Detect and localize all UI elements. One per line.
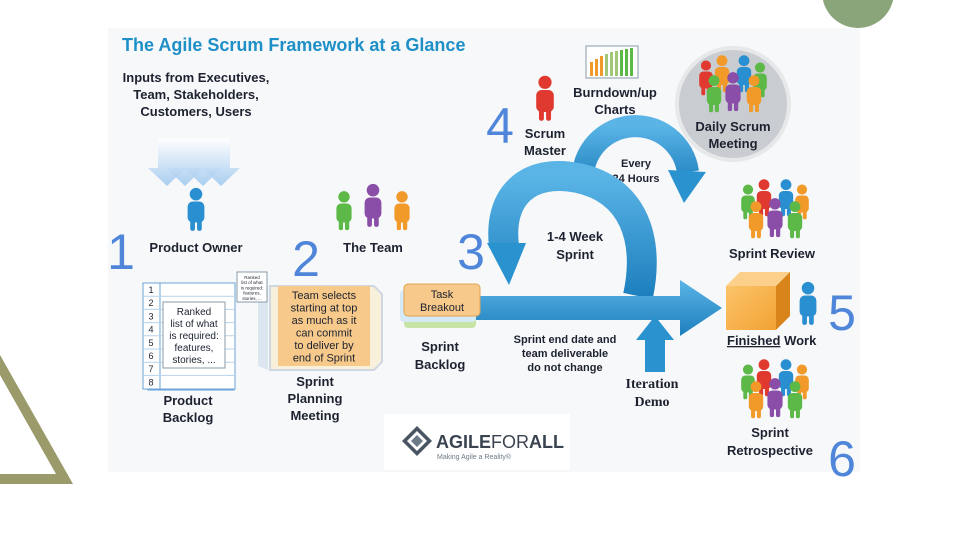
retrospective-line-1: Sprint [751,425,789,440]
logo-agile: AGILE [436,432,491,452]
sprint-end-line-2: team deliverable [522,348,608,360]
sprint-backlog-line-1: Sprint [421,339,459,354]
backlog-row-number: 3 [148,311,153,321]
title: The Agile Scrum Framework at a Glance [122,35,465,55]
mini-note-line: stories, ... [242,296,262,301]
burndown-chart-icon [585,45,639,79]
planning-note-line: Team selects [292,290,357,302]
finished-rest: Work [780,333,817,348]
product-backlog-line-2: Backlog [163,410,214,425]
logo-tagline: Making Agile a Reality® [437,453,512,461]
step-number-6: 6 [828,431,856,487]
mini-note-line: features, [243,291,261,296]
scrum-master-line-1: Scrum [525,126,565,141]
daily-loop-arrow [571,115,706,203]
olive-triangle-accent [0,355,73,484]
sprint-planning-line-2: Planning [288,391,343,406]
backlog-row-number: 6 [148,351,153,361]
sprint-loop-line-1: 1-4 Week [547,229,604,244]
backlog-note-line: list of what [170,319,217,330]
inputs-funnel-arrows-icon [148,138,240,186]
iteration-demo-arrow [636,316,674,372]
planning-connector [258,286,268,370]
backlog-note-line: Ranked [177,307,211,318]
product-owner-label: Product Owner [149,240,242,255]
finished-work-label: Finished Work [727,333,817,348]
logo-for: FOR [491,432,529,452]
team-label: The Team [343,240,403,255]
sprint-planning-line-1: Sprint [296,374,334,389]
backlog-row-number: 2 [148,298,153,308]
daily-scrum-line-2: Meeting [708,136,757,151]
mini-backlog-note [236,271,268,303]
inputs-line-2: Team, Stakeholders, [133,87,258,102]
mini-note-line: Ranked [244,275,260,280]
sprint-planning-line-3: Meeting [290,408,339,423]
daily-scrum-line-1: Daily Scrum [695,119,770,134]
planning-note-line: end of Sprint [293,353,355,365]
iteration-demo-line-2: Demo [635,395,670,410]
backlog-row-number: 8 [148,377,153,387]
retrospective-line-2: Retrospective [727,443,813,458]
iteration-demo-line-1: Iteration [626,377,679,392]
step-number-4: 4 [486,98,514,154]
inputs-label: Inputs from Executives, Team, Stakeholde… [123,70,270,119]
step-number-5: 5 [828,285,856,341]
backlog-note-line: is required: [169,331,218,342]
sprint-loop-line-2: Sprint [556,247,594,262]
backlog-row-number: 7 [148,364,153,374]
svg-text:AGILEFORALL: AGILEFORALL [436,432,564,452]
mini-note-line: is required: [241,285,263,290]
green-circle-accent [822,0,894,28]
inputs-line-1: Inputs from Executives, [123,70,270,85]
step-number-1: 1 [107,224,135,280]
sprint-backlog-line-2: Backlog [415,357,466,372]
task-breakout-line-1: Task [431,289,454,301]
main-flow-arrow [470,280,722,336]
planning-note-line: to deliver by [294,340,354,352]
backlog-row-number: 5 [148,338,153,348]
finished-work-cube-icon [726,272,790,330]
sprint-backlog-stack [400,283,481,328]
agile-for-all-logo: AGILEFORALL Making Agile a Reality® [384,414,570,470]
every-24-hours-line-2: 24 Hours [612,173,659,185]
finished-underlined: Finished [727,333,781,348]
inputs-line-3: Customers, Users [140,104,251,119]
sprint-review-label: Sprint Review [729,246,816,261]
product-backlog-line-1: Product [163,393,213,408]
step-number-3: 3 [457,224,485,280]
step-number-2: 2 [292,231,320,287]
sprint-end-line-3: do not change [527,362,602,374]
burndown-line-2: Charts [594,102,635,117]
mini-note-line: list of what [241,280,263,285]
task-breakout-line-2: Breakout [420,302,464,314]
backlog-note-line: features, [175,343,214,354]
backlog-row-number: 4 [148,325,153,335]
planning-note-line: starting at top [291,303,358,315]
logo-all: ALL [529,432,564,452]
sprint-end-line-1: Sprint end date and [514,334,617,346]
planning-note-line: can commit [296,328,352,340]
every-24-hours-line-1: Every [621,158,652,170]
backlog-note-line: stories, ... [172,355,215,366]
burndown-line-1: Burndown/up [573,85,657,100]
sprint-loop-arrow [487,161,657,300]
daily-scrum-meeting: Daily Scrum Meeting [675,46,791,162]
planning-note-line: as much as it [292,315,357,327]
backlog-row-number: 1 [148,285,153,295]
scrum-master-line-2: Master [524,143,566,158]
